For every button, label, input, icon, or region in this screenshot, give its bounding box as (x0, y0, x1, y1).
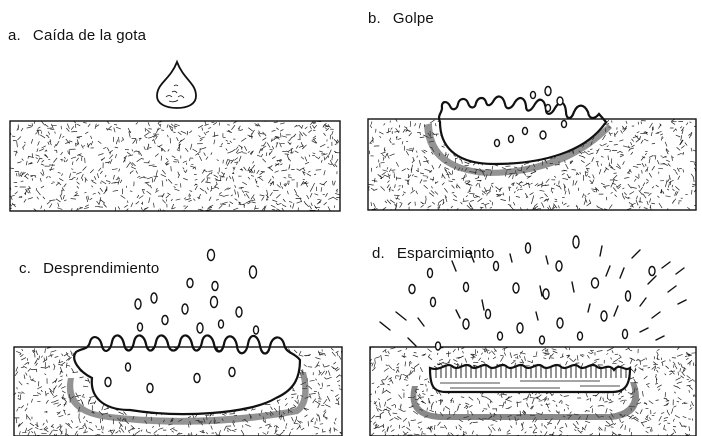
panel-title: Esparcimiento (397, 245, 495, 262)
panel-d (366, 236, 698, 436)
panel-title: Caída de la gota (33, 27, 146, 44)
panel-letter: b. (368, 10, 381, 27)
panel-letter: c. (19, 260, 31, 277)
panel-b-label: b. Golpe (368, 10, 434, 27)
panel-b (366, 87, 699, 215)
panel-title: Desprendimiento (43, 260, 159, 277)
soil-texture (8, 121, 341, 215)
panel-title: Golpe (393, 10, 434, 27)
panel-letter: a. (8, 27, 21, 44)
soil-speckles (8, 121, 341, 215)
panel-c (11, 250, 344, 436)
panel-letter: d. (372, 245, 385, 262)
panel-a (8, 62, 341, 215)
panel-a-label: a. Caída de la gota (8, 27, 146, 44)
panel-c-label: c. Desprendimiento (19, 260, 159, 277)
panel-d-label: d. Esparcimiento (372, 245, 495, 262)
